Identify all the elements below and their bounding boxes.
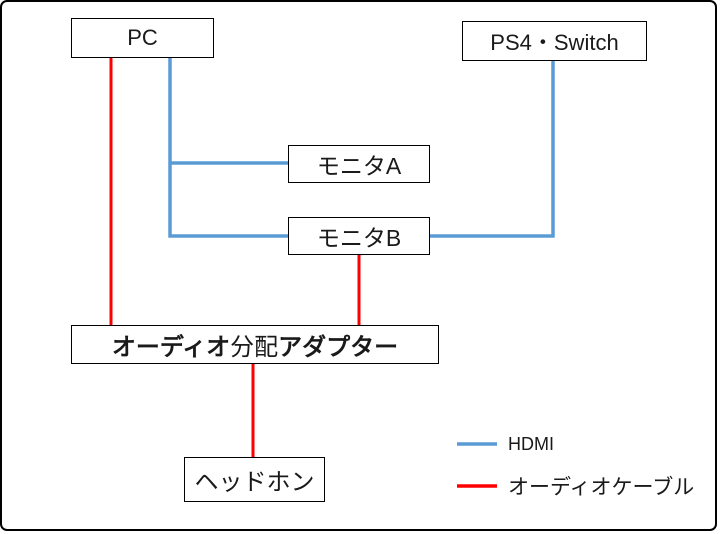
legend-item-hdmi: HDMI [457, 433, 554, 455]
node-monitor-b-label: モニタB [316, 225, 402, 251]
node-pc-label: PC [127, 25, 158, 50]
node-ps4-switch-label: PS4・Switch [490, 30, 619, 55]
hdmi-wire-console-monitor-b [430, 61, 555, 238]
audio-cable-line-swatch [457, 484, 497, 488]
hdmi-wire-pc-monitor-b [168, 58, 288, 238]
legend-label-audio-cable: オーディオケーブル [508, 475, 695, 499]
node-monitor-a-label: モニタA [316, 153, 402, 179]
legend-label-hdmi: HDMI [508, 433, 554, 454]
node-audio-splitter: オーディオ分配アダプター [71, 325, 439, 364]
hdmi-line-swatch [457, 442, 497, 446]
node-pc: PC [71, 18, 214, 58]
node-audio-splitter-label-part3: アダプター [278, 334, 399, 361]
node-ps4-switch: PS4・Switch [462, 21, 647, 61]
node-monitor-b: モニタB [288, 217, 430, 255]
node-audio-splitter-label-part1: オーディオ [111, 334, 231, 361]
node-headphones: ヘッドホン [184, 457, 325, 502]
legend-item-audio-cable: オーディオケーブル [457, 475, 694, 499]
node-headphones-label: ヘッドホン [194, 469, 315, 496]
node-audio-splitter-label-part2: 分配 [230, 335, 279, 361]
node-monitor-a: モニタA [288, 145, 430, 183]
